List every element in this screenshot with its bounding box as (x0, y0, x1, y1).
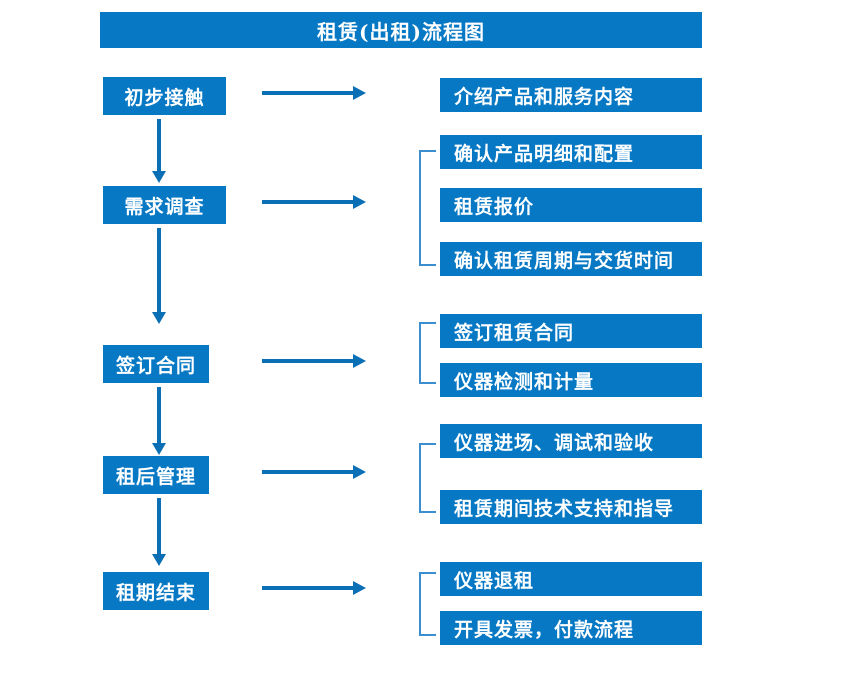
arrow-shaft-icon (262, 200, 354, 204)
arrow-head-icon (353, 465, 366, 479)
detail-box-2-1[interactable]: 确认产品明细和配置 (440, 135, 702, 169)
arrow-head-icon (353, 195, 366, 209)
arrow-shaft-icon (157, 387, 161, 443)
stage-box-5[interactable]: 租期结束 (103, 572, 209, 610)
flow-arrow-down-3 (152, 387, 166, 455)
arrow-shaft-icon (262, 586, 354, 590)
detail-box-4-2[interactable]: 租赁期间技术支持和指导 (440, 490, 702, 524)
detail-box-4-1[interactable]: 仪器进场、调试和验收 (440, 424, 702, 458)
flow-arrow-right-2 (262, 195, 366, 209)
stage-box-2[interactable]: 需求调查 (103, 186, 226, 224)
arrow-head-icon (152, 171, 166, 183)
arrow-shaft-icon (262, 91, 354, 95)
arrow-head-icon (152, 443, 166, 455)
page-title: 租赁(出租)流程图 (100, 12, 702, 48)
stage-box-3[interactable]: 签订合同 (103, 345, 209, 383)
flow-arrow-right-4 (262, 465, 366, 479)
group-bracket-4 (419, 443, 436, 513)
arrow-head-icon (353, 86, 366, 100)
arrow-shaft-icon (262, 470, 354, 474)
flow-arrow-right-5 (262, 581, 366, 595)
stage-box-4[interactable]: 租后管理 (103, 456, 209, 494)
flow-arrow-down-1 (152, 119, 166, 183)
arrow-shaft-icon (157, 119, 161, 171)
detail-box-2-2[interactable]: 租赁报价 (440, 188, 702, 222)
detail-box-5-1[interactable]: 仪器退租 (440, 562, 702, 596)
detail-box-2-3[interactable]: 确认租赁周期与交货时间 (440, 242, 702, 276)
arrow-head-icon (353, 581, 366, 595)
flow-arrow-down-4 (152, 498, 166, 566)
flow-arrow-right-1 (262, 86, 366, 100)
group-bracket-2 (419, 150, 436, 266)
detail-box-1-1[interactable]: 介绍产品和服务内容 (440, 78, 702, 112)
arrow-head-icon (353, 354, 366, 368)
detail-box-3-2[interactable]: 仪器检测和计量 (440, 363, 702, 397)
arrow-head-icon (152, 312, 166, 324)
stage-box-1[interactable]: 初步接触 (103, 77, 226, 115)
group-bracket-5 (419, 572, 436, 636)
detail-box-5-2[interactable]: 开具发票，付款流程 (440, 611, 702, 645)
arrow-head-icon (152, 554, 166, 566)
arrow-shaft-icon (262, 359, 354, 363)
detail-box-3-1[interactable]: 签订租赁合同 (440, 314, 702, 348)
arrow-shaft-icon (157, 498, 161, 554)
group-bracket-3 (419, 322, 436, 384)
flow-arrow-right-3 (262, 354, 366, 368)
flow-arrow-down-2 (152, 228, 166, 324)
arrow-shaft-icon (157, 228, 161, 312)
